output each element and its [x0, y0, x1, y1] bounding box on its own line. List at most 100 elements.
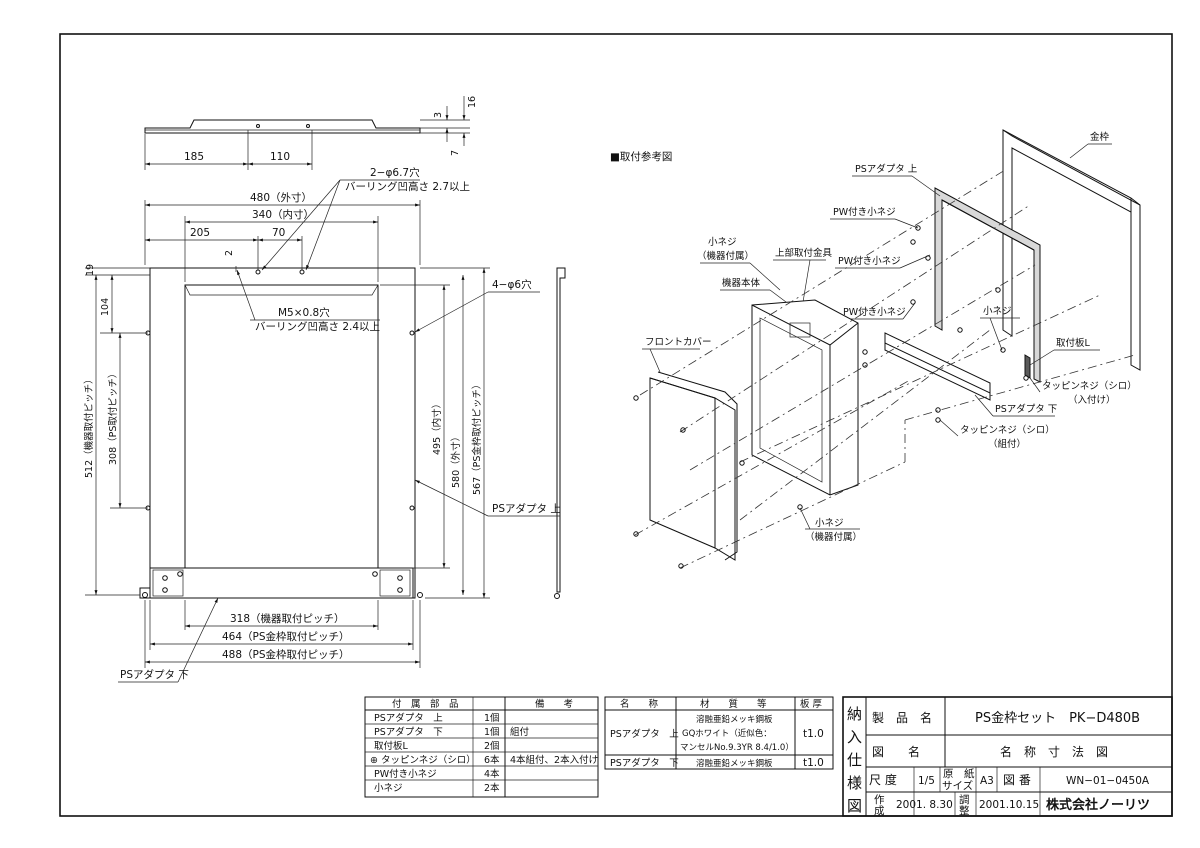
- koneji-top-label: 小ネジ: [708, 237, 737, 248]
- table-row: PSアダプタ 下: [610, 757, 679, 769]
- ps-bottom-label: PSアダプタ 下: [120, 668, 189, 681]
- dim-488: 488（PS金枠取付ピッチ）: [222, 648, 350, 661]
- dim-205: 205: [190, 227, 210, 239]
- hole-4-label: 4−φ6穴: [492, 278, 532, 291]
- dim-185: 185: [184, 151, 204, 163]
- top-view: 185 110 3 16 7: [144, 96, 478, 170]
- paper-value: A3: [980, 775, 994, 787]
- scale-value: 1/5: [918, 775, 935, 787]
- table-row: 2本: [484, 782, 500, 794]
- table-row: 4本: [484, 768, 500, 780]
- table-row: ⊕ タッピンネジ（シロ）: [370, 754, 476, 766]
- table-row: 6本: [484, 754, 500, 766]
- paper-label-1: 原 紙: [943, 767, 975, 780]
- company-name: 株式会社ノーリツ: [1046, 797, 1150, 813]
- pw2-label: PW付き小ネジ: [838, 256, 901, 267]
- upper-bracket-label: 上部取付金具: [775, 247, 833, 259]
- table-row: 1個: [484, 712, 500, 724]
- dim-512: 512（機器取付ピッチ）: [83, 374, 95, 478]
- table-row: 小ネジ: [374, 783, 403, 794]
- dim-3: 3: [433, 112, 444, 118]
- dim-318: 318（機器取付ピッチ）: [230, 612, 345, 625]
- dim-70: 70: [272, 227, 285, 239]
- adj-label-1: 調: [959, 793, 970, 806]
- made-label-1: 作: [874, 794, 885, 806]
- scale-label: 尺 度: [869, 772, 897, 787]
- ps-top-ref-label: PSアダプタ 上: [855, 163, 918, 175]
- drawing-value: 名 称 寸 法 図: [1000, 744, 1108, 759]
- tapping-in-label: タッピンネジ（シロ）: [1042, 380, 1137, 392]
- kanawaku-label: 金枠: [1090, 131, 1110, 143]
- table-row: 溶融亜鉛メッキ鋼板: [696, 758, 773, 769]
- table-row: 2個: [484, 740, 500, 752]
- dim-104: 104: [100, 298, 111, 316]
- made-value: 2001. 8.30: [896, 799, 953, 811]
- product-label: 製 品 名: [872, 710, 932, 725]
- table-row: PSアダプタ 上: [374, 712, 443, 724]
- installation-reference: ■取付参考図 金枠 PSアダプタ 上 PSアダプタ 下 取付板L PW付き小ネジ…: [610, 129, 1141, 569]
- pw1-label: PW付き小ネジ: [833, 207, 896, 218]
- parts-rows: PSアダプタ 上 1個 PSアダプタ 下 1個 組付 取付板L 2個 ⊕ タッピ…: [370, 712, 598, 794]
- m5-label: M5×0.8穴: [278, 306, 330, 319]
- dim-464: 464（PS金枠取付ピッチ）: [222, 630, 350, 643]
- number-value: WN−01−0450A: [1066, 775, 1150, 787]
- burring-24-label: バーリング凹高さ 2.4以上: [255, 320, 380, 333]
- table-row: 4本組付、2本入付け: [510, 754, 598, 766]
- front-view: 480（外寸） 340（内寸） 205 70 2 2−φ6.7穴 バーリング凹高…: [83, 166, 566, 683]
- drawing-label: 図 名: [872, 744, 920, 759]
- parts-header-name: 付 属 部 品: [392, 698, 459, 710]
- table-row: 溶融亜鉛メッキ鋼板: [696, 714, 773, 725]
- side-char-1: 納: [847, 705, 862, 723]
- dim-567: 567（PS金枠取付ピッチ）: [471, 380, 483, 495]
- table-row: 1個: [484, 726, 500, 738]
- dim-110: 110: [270, 151, 290, 163]
- front-cover-label: フロントカバー: [645, 337, 712, 348]
- dim-308: 308（PS取付ピッチ）: [107, 369, 119, 465]
- adj-label-2: 整: [959, 804, 970, 817]
- parts-table: 付 属 部 品 備 考 PSアダプタ 上 1個 PSアダプタ 下 1個 組付 取…: [364, 696, 599, 798]
- table-row: t1.0: [803, 757, 824, 769]
- table-row: PSアダプタ 上: [610, 728, 679, 740]
- tapping-kumi-label: タッピンネジ（シロ）: [960, 424, 1055, 436]
- paper-label-2: サイズ: [942, 779, 973, 792]
- adj-value: 2001.10.15: [979, 799, 1039, 811]
- ps-top-label: PSアダプタ 上: [492, 502, 561, 515]
- product-value: PS金枠セット PK−D480B: [975, 710, 1140, 726]
- made-label-2: 成: [874, 805, 885, 817]
- table-row: PSアダプタ 下: [374, 726, 443, 738]
- pw3-label: PW付き小ネジ: [843, 307, 906, 318]
- plate-l-label: 取付板L: [1056, 337, 1091, 349]
- koneji-bottom-sub: （機器付属）: [805, 531, 862, 543]
- side-char-2: 入: [847, 728, 862, 746]
- koneji-right-label: 小ネジ: [983, 306, 1012, 317]
- dim-7: 7: [450, 150, 461, 156]
- sheet-border: [59, 33, 1173, 817]
- dim-495: 495（内寸）: [431, 399, 443, 455]
- hole-2-label: 2−φ6.7穴: [370, 166, 420, 179]
- table-row: マンセルNo.9.3YR 8.4/1.0）: [680, 742, 794, 753]
- table-row: 取付板L: [374, 740, 409, 752]
- table-row: PW付き小ネジ: [374, 769, 437, 780]
- table-row: GQホワイト（近似色：: [682, 728, 772, 739]
- material-header-material: 材 質 等: [700, 698, 767, 710]
- koneji-top-sub: （機器付属）: [697, 250, 754, 262]
- material-header-thick: 板 厚: [800, 698, 823, 710]
- side-char-3: 仕: [847, 751, 862, 769]
- side-char-5: 図: [847, 797, 862, 815]
- dim-19: 19: [85, 264, 96, 276]
- title-block: 納 入 仕 様 図 製 品 名 PS金枠セット PK−D480B 図 名 名 称…: [842, 696, 1173, 817]
- tapping-in-sub: （入付け）: [1068, 394, 1116, 406]
- dim-480: 480（外寸）: [250, 191, 312, 204]
- dim-340: 340（内寸）: [252, 208, 314, 221]
- number-label: 図 番: [1003, 773, 1031, 787]
- ref-title: ■取付参考図: [610, 150, 672, 163]
- material-header-name: 名 称: [620, 698, 659, 710]
- side-char-4: 様: [847, 774, 862, 792]
- body-label: 機器本体: [722, 277, 761, 289]
- dim-2: 2: [224, 250, 235, 256]
- table-row: 組付: [510, 726, 530, 738]
- dim-580: 580（外寸）: [450, 432, 462, 488]
- dim-16: 16: [467, 96, 478, 108]
- tapping-kumi-sub: （組付）: [988, 438, 1026, 450]
